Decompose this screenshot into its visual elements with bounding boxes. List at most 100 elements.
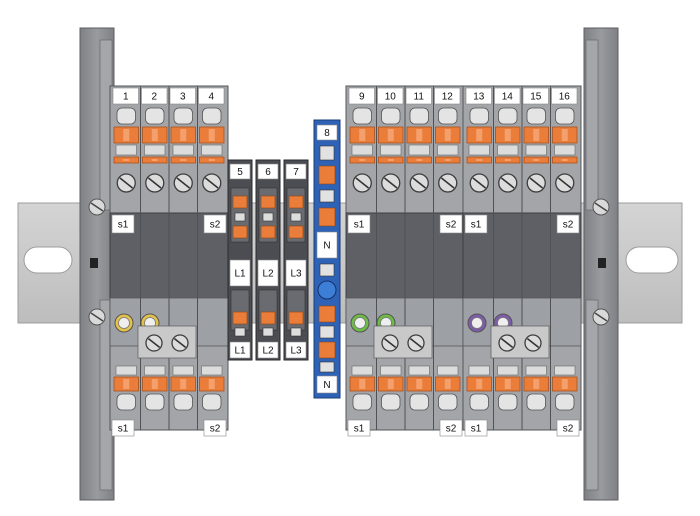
label-s2-bottom-g2-text: s2 <box>446 424 457 435</box>
phase-label-6: L2 <box>257 259 279 287</box>
push-lever-top-13[interactable] <box>466 126 492 144</box>
terminal-number-14-text: 14 <box>502 92 514 103</box>
push-lever-bottom-3[interactable] <box>170 376 196 392</box>
label-s1-bottom-g3: s1 <box>464 419 488 437</box>
push-lever-top-11[interactable] <box>406 126 432 144</box>
label-s1-bottom-g1: s1 <box>111 419 135 437</box>
push-lever-6[interactable] <box>260 195 276 209</box>
push-lever-7[interactable] <box>288 225 304 239</box>
screw-icon <box>438 173 458 193</box>
phase-number-7: 7 <box>285 163 307 180</box>
screw-icon <box>409 173 429 193</box>
push-lever-mid-3[interactable] <box>170 156 196 164</box>
phase-number-5: 5 <box>229 163 251 180</box>
phase-bottom-label-6-text: L2 <box>262 346 274 357</box>
push-lever-bottom-16[interactable] <box>552 376 578 392</box>
push-lever-5[interactable] <box>232 195 248 209</box>
push-lever-8[interactable] <box>318 341 336 359</box>
push-lever-bottom-1[interactable] <box>113 376 139 392</box>
label-s2-top-g2: s2 <box>439 214 463 234</box>
terminal-number-1-text: 1 <box>123 92 129 103</box>
push-lever-bottom-4[interactable] <box>199 376 225 392</box>
push-lever-top-10[interactable] <box>378 126 404 144</box>
bracket-latch <box>90 258 98 268</box>
push-lever-bottom-9[interactable] <box>349 376 375 392</box>
terminal-number-10: 10 <box>377 87 404 105</box>
screw-icon <box>524 334 542 352</box>
push-lever-7[interactable] <box>288 195 304 209</box>
terminal-number-9-text: 9 <box>359 92 365 103</box>
push-lever-mid-2[interactable] <box>142 156 168 164</box>
push-lever-bottom-12[interactable] <box>435 376 461 392</box>
test-plug-icon <box>350 313 370 333</box>
label-s2-bottom-g3-text: s2 <box>563 424 574 435</box>
push-lever-mid-12[interactable] <box>435 156 461 164</box>
push-lever-mid-1[interactable] <box>113 156 139 164</box>
push-lever-5[interactable] <box>232 225 248 239</box>
push-lever-6[interactable] <box>260 311 276 325</box>
push-lever-bottom-14[interactable] <box>495 376 521 392</box>
screw-icon <box>498 334 516 352</box>
push-lever-mid-9[interactable] <box>349 156 375 164</box>
push-lever-mid-13[interactable] <box>466 156 492 164</box>
push-lever-mid-16[interactable] <box>552 156 578 164</box>
push-lever-bottom-10[interactable] <box>378 376 404 392</box>
terminal-number-3: 3 <box>169 87 196 105</box>
push-lever-top-1[interactable] <box>113 126 139 144</box>
neutral-disconnect-icon[interactable] <box>317 280 337 300</box>
push-lever-mid-15[interactable] <box>523 156 549 164</box>
push-lever-7[interactable] <box>288 311 304 325</box>
push-lever-8[interactable] <box>318 305 336 323</box>
terminal-number-10-text: 10 <box>385 92 397 103</box>
label-s2-bottom-g3: s2 <box>556 419 580 437</box>
terminal-number-12-text: 12 <box>442 92 454 103</box>
push-lever-mid-10[interactable] <box>378 156 404 164</box>
rail-slot-right <box>625 246 679 274</box>
label-s1-top-g1: s1 <box>111 214 135 234</box>
push-lever-mid-14[interactable] <box>495 156 521 164</box>
rail-slot-left <box>23 246 73 274</box>
terminal-number-13: 13 <box>465 87 492 105</box>
push-lever-top-15[interactable] <box>523 126 549 144</box>
push-lever-bottom-15[interactable] <box>523 376 549 392</box>
push-lever-top-2[interactable] <box>142 126 168 144</box>
push-lever-bottom-11[interactable] <box>406 376 432 392</box>
neutral-number-text: 8 <box>324 128 330 139</box>
screw-icon <box>202 173 222 193</box>
screw-icon <box>407 334 425 352</box>
phase-number-6-text: 6 <box>265 167 271 178</box>
label-s1-bottom-g3-text: s1 <box>471 424 482 435</box>
label-s1-top-g2: s1 <box>347 214 371 234</box>
push-lever-top-12[interactable] <box>435 126 461 144</box>
push-lever-top-16[interactable] <box>552 126 578 144</box>
push-lever-8[interactable] <box>318 207 336 227</box>
push-lever-top-9[interactable] <box>349 126 375 144</box>
neutral-label-text: N <box>323 241 330 252</box>
label-s1-top-g2-text: s1 <box>354 220 365 231</box>
terminal-number-4-text: 4 <box>208 92 214 103</box>
terminal-number-9: 9 <box>348 87 375 105</box>
label-s2-bottom-g1-text: s2 <box>210 424 221 435</box>
push-lever-mid-11[interactable] <box>406 156 432 164</box>
push-lever-bottom-2[interactable] <box>142 376 168 392</box>
push-lever-5[interactable] <box>232 311 248 325</box>
push-lever-8[interactable] <box>318 165 336 185</box>
terminal-number-11-text: 11 <box>414 92 425 103</box>
screw-icon <box>171 334 189 352</box>
terminal-number-11: 11 <box>405 87 432 105</box>
phase-number-5-text: 5 <box>237 167 243 178</box>
push-lever-bottom-13[interactable] <box>466 376 492 392</box>
screw-icon <box>381 173 401 193</box>
push-lever-top-3[interactable] <box>170 126 196 144</box>
push-lever-top-14[interactable] <box>495 126 521 144</box>
terminal-number-15-text: 15 <box>530 92 542 103</box>
push-lever-top-4[interactable] <box>199 126 225 144</box>
screw-icon <box>498 173 518 193</box>
push-lever-mid-4[interactable] <box>199 156 225 164</box>
push-lever-6[interactable] <box>260 225 276 239</box>
terminal-number-1: 1 <box>112 87 139 105</box>
